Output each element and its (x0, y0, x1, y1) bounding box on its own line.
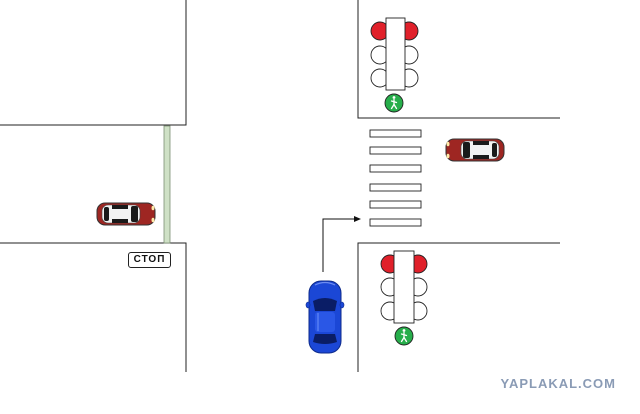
road-edge-bottom-left (0, 242, 187, 372)
car-hood-highlight (314, 281, 336, 286)
headlight (151, 217, 155, 223)
crosswalk-stripe (369, 129, 422, 138)
turn-arrow-line (322, 218, 355, 272)
crosswalk-stripe (369, 200, 422, 209)
traffic-light-body (393, 250, 415, 324)
car-side-window (473, 155, 489, 159)
pedestrian-walk-icon (400, 329, 408, 343)
red-car-right (445, 138, 505, 162)
crosswalk-stripe (369, 218, 422, 227)
headlight (446, 141, 450, 147)
traffic-light-top (370, 17, 419, 113)
headlight (151, 205, 155, 211)
car-windshield (313, 298, 337, 311)
red-car-left (96, 202, 156, 226)
stop-sign: СТОП (128, 252, 171, 268)
blue-car (305, 280, 345, 354)
side-mirror (339, 301, 345, 309)
car-side-window (112, 205, 128, 209)
road-edge-bottom-right (357, 242, 560, 372)
stop-line (163, 125, 171, 244)
arrow-head-icon (354, 216, 361, 222)
car-rear-window (492, 143, 497, 157)
turn-arrow (322, 216, 361, 272)
traffic-light-body (385, 17, 406, 91)
road-edges (0, 0, 560, 372)
watermark: YAPLAKAL.COM (500, 376, 616, 391)
side-mirror (305, 301, 311, 309)
crosswalk (369, 129, 422, 227)
car-windshield (131, 206, 138, 222)
car-side-window (473, 141, 489, 145)
car-rear-window (104, 207, 109, 221)
pedestrian-walk-icon (390, 96, 398, 110)
car-roof (315, 312, 335, 332)
car-windshield (463, 142, 470, 158)
road-edge-top-right (357, 0, 560, 119)
crosswalk-stripe (369, 164, 422, 173)
car-side-window (112, 219, 128, 223)
crosswalk-stripe (369, 146, 422, 155)
headlight (446, 153, 450, 159)
traffic-light-bottom (380, 250, 428, 346)
car-rear-window (313, 334, 337, 344)
road-edge-top-left (0, 0, 187, 126)
crosswalk-stripe (369, 183, 422, 192)
